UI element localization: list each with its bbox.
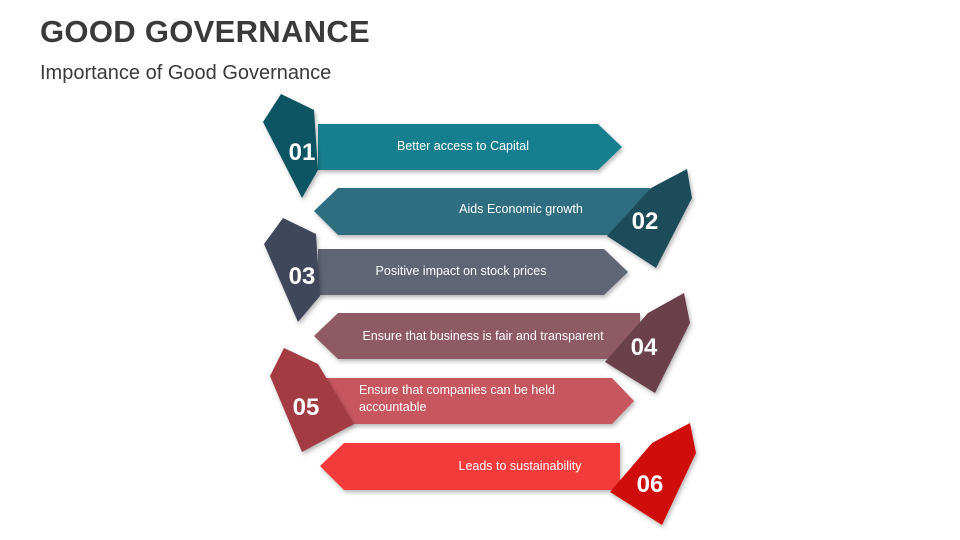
- step-label-line: Positive impact on stock prices: [376, 264, 547, 278]
- step-number: 02: [632, 208, 659, 235]
- step-number: 05: [293, 394, 320, 421]
- step-number-tab: [264, 218, 320, 322]
- step-label-line: Ensure that companies can be held: [359, 383, 555, 397]
- step-arrow-body: [314, 313, 640, 359]
- step-arrow-body: [320, 443, 620, 490]
- step-label: Ensure that companies can be held account…: [359, 383, 555, 414]
- step-label: Leads to sustainability: [459, 459, 583, 473]
- step-number-tab: [607, 169, 692, 268]
- step-number-tab: [605, 293, 690, 393]
- step-arrow-body: [318, 249, 628, 295]
- step-label: Positive impact on stock prices: [376, 264, 547, 278]
- page-title: GOOD GOVERNANCE: [40, 14, 371, 49]
- step-arrow-body: [318, 124, 622, 170]
- step-label: Aids Economic growth: [459, 202, 583, 216]
- step-number: 01: [289, 139, 316, 166]
- step-number-tab: [263, 94, 318, 198]
- step-label-line: accountable: [359, 400, 426, 414]
- step-02: 02 Aids Economic growth: [314, 169, 692, 268]
- step-label-line: Ensure that business is fair and transpa…: [362, 329, 604, 343]
- step-label: Ensure that business is fair and transpa…: [362, 329, 604, 343]
- step-label-line: Better access to Capital: [397, 139, 529, 153]
- step-arrow-body: [326, 378, 634, 424]
- step-06: 06 Leads to sustainability: [320, 423, 696, 525]
- step-number-tab: [270, 348, 354, 452]
- step-label-line: Leads to sustainability: [459, 459, 583, 473]
- step-04: 04 Ensure that business is fair and trans…: [314, 293, 690, 393]
- step-arrow-body: [314, 188, 650, 235]
- step-01: 01 Better access to Capital: [263, 94, 622, 198]
- step-label: Better access to Capital: [397, 139, 529, 153]
- step-number: 04: [631, 334, 658, 361]
- step-number-tab: [610, 423, 696, 525]
- step-label-line: Aids Economic growth: [459, 202, 583, 216]
- step-number: 03: [289, 263, 316, 290]
- steps-layer: 01 Better access to Capital 02 Aids Economi…: [263, 94, 696, 525]
- step-number: 06: [637, 471, 664, 498]
- step-05: 05 Ensure that companies can be held accou…: [270, 348, 634, 452]
- page-subtitle: Importance of Good Governance: [40, 62, 332, 84]
- step-03: 03 Positive impact on stock prices: [264, 218, 628, 322]
